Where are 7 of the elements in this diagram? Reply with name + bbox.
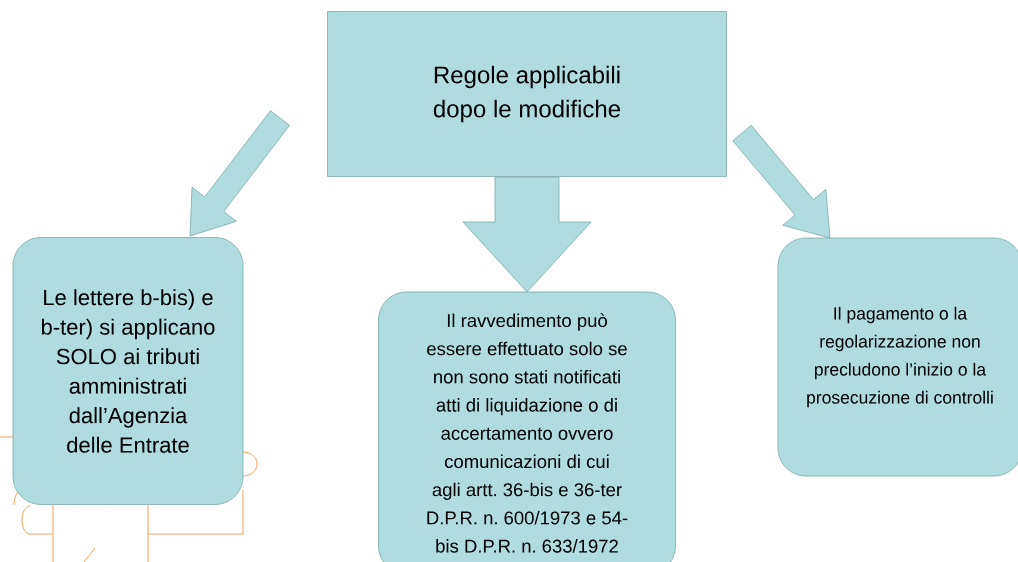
- rounded-box: Il ravvedimento può essere effettuato solo se non sono stati notificati atti di liquidazione o di accertamento ovvero comunicazioni di cui agli artt. 36-bis e 36-ter D.P.R. n. 600/1973 e 54-bis D.P.R. n. 633/1972: [378, 291, 676, 562]
- rounded-box: Il pagamento o la regolarizzazione non precludono l’inizio o la prosecuzione di controlli: [777, 237, 1018, 477]
- block-arrow: [189, 110, 290, 237]
- title-box: Regole applicabili dopo le modifiche: [327, 11, 727, 177]
- block-arrow: [462, 176, 592, 293]
- rounded-box: Le lettere b-bis) e b-ter) si applicano SOLO ai tributi amministrati dall’Agenzia delle Entrate: [12, 237, 244, 505]
- block-arrow: [732, 124, 831, 239]
